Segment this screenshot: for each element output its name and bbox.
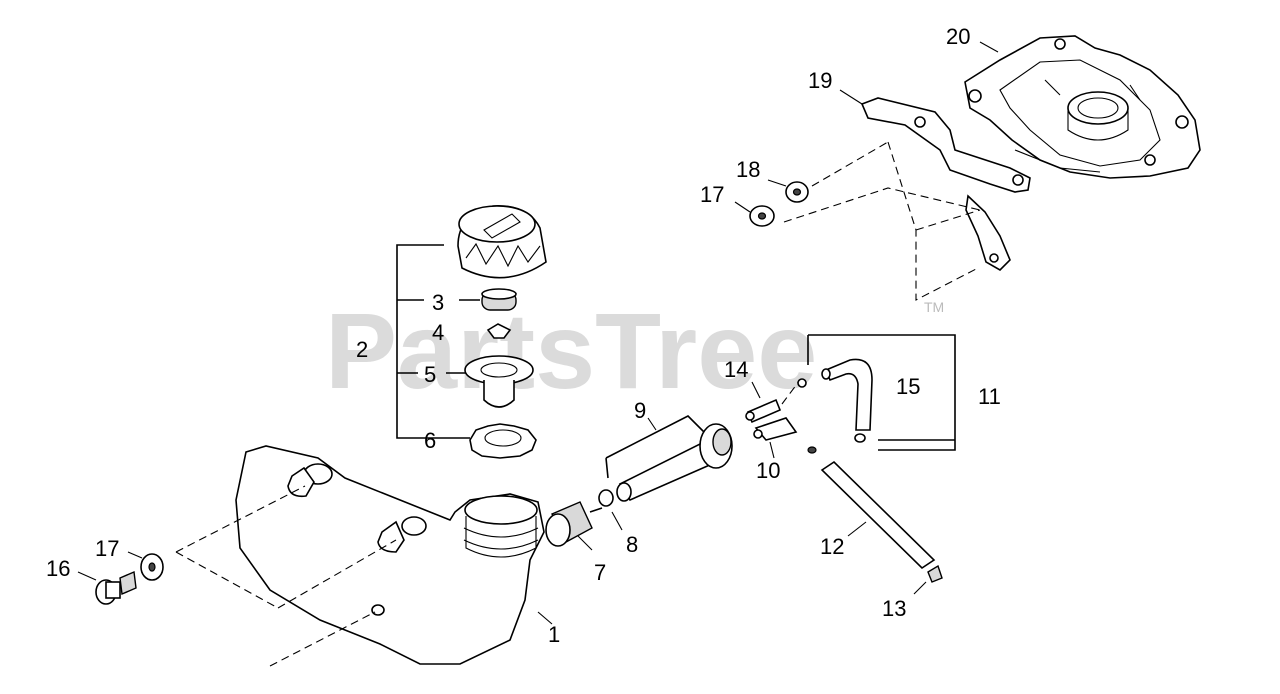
part-11-ring-lower[interactable] [807,446,817,454]
part-9-primer[interactable] [616,423,733,502]
callout-19: 19 [808,68,832,93]
part-4-valve[interactable] [486,323,512,339]
part-2-fuel-cap[interactable] [457,205,547,279]
callout-2: 2 [356,337,368,362]
callout-17-lower: 17 [95,536,119,561]
callout-12: 12 [820,534,844,559]
part-7-fuel-filter[interactable] [545,501,603,547]
callout-9: 9 [634,398,646,423]
part-11-ring-upper[interactable] [797,378,807,388]
part-3-filter[interactable] [481,288,517,311]
part-20-crankcase[interactable] [964,35,1201,179]
part-1-fuel-tank[interactable] [235,445,545,665]
callout-15: 15 [896,374,920,399]
callout-1: 1 [548,622,560,647]
part-14-fitting[interactable] [745,398,782,424]
part-19-bracket[interactable] [860,97,1031,271]
watermark-trademark: TM [924,299,944,315]
part-12-fuel-hose[interactable] [820,460,936,570]
callout-10: 10 [756,458,780,483]
callout-6: 6 [424,428,436,453]
callout-13: 13 [882,596,906,621]
callout-3: 3 [432,290,444,315]
part-15-return-hose[interactable] [821,358,873,443]
callout-18: 18 [736,157,760,182]
callout-4: 4 [432,320,444,345]
watermark-text: PartsTree [325,290,817,411]
callout-20: 20 [946,24,970,49]
part-13-weight[interactable] [927,564,943,583]
callout-7: 7 [594,560,606,585]
part-5-holder[interactable] [464,355,534,408]
callout-17-upper: 17 [700,182,724,207]
part-6-retainer[interactable] [469,423,537,459]
part-16-bolt[interactable] [95,570,137,605]
part-18-washer[interactable] [785,181,809,203]
callout-14: 14 [724,357,748,382]
callout-5: 5 [424,362,436,387]
part-8-clamp[interactable] [598,489,614,507]
part-17-washer-upper[interactable] [749,205,775,227]
callout-16: 16 [46,556,70,581]
part-17-washer-lower[interactable] [140,553,164,581]
callout-11: 11 [978,384,1001,409]
callout-8: 8 [626,532,638,557]
part-10-elbow[interactable] [753,417,798,441]
